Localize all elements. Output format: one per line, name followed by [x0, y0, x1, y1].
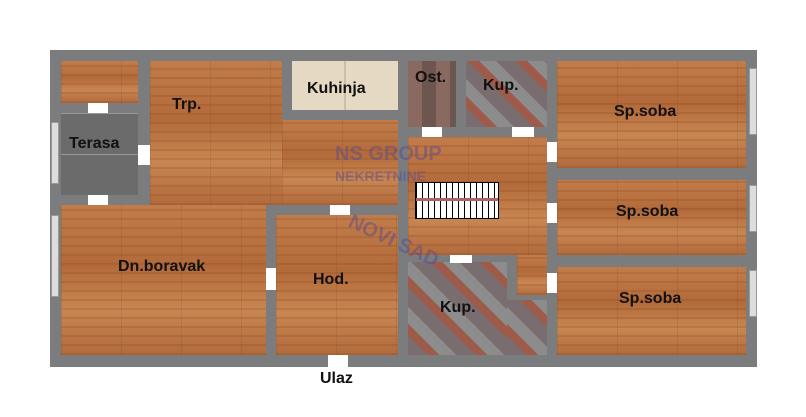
door	[547, 203, 557, 223]
entrance-door	[328, 355, 348, 367]
label-sp-soba-1: Sp.soba	[614, 103, 677, 120]
window	[51, 122, 59, 184]
door	[422, 127, 442, 137]
hallway-ext	[517, 255, 547, 295]
label-trp: Trp.	[172, 96, 202, 113]
window	[749, 185, 757, 232]
label-dn-boravak: Dn.boravak	[118, 258, 206, 275]
label-kup-bottom: Kup.	[440, 299, 476, 316]
door	[88, 103, 108, 113]
door	[547, 142, 557, 162]
door	[138, 145, 150, 165]
room-kup-bottom	[408, 262, 507, 355]
watermark-line2: NEKRETNINE	[335, 168, 427, 184]
storage-room	[61, 61, 138, 103]
label-hod: Hod.	[313, 271, 349, 288]
door	[547, 273, 557, 293]
room-hod	[276, 215, 398, 355]
window	[51, 215, 59, 297]
label-kuhinja: Kuhinja	[307, 80, 366, 97]
door	[266, 268, 276, 290]
label-entrance: Ulaz	[320, 370, 353, 387]
door	[512, 127, 534, 137]
room-dn-boravak	[61, 205, 266, 355]
watermark-line1: NS GROUP	[335, 143, 442, 165]
label-terasa: Terasa	[69, 135, 120, 152]
label-sp-soba-3: Sp.soba	[619, 290, 682, 307]
room-sp-soba-2	[557, 180, 746, 255]
label-kup-top: Kup.	[483, 77, 519, 94]
label-ost: Ost.	[415, 69, 447, 86]
label-sp-soba-2: Sp.soba	[616, 203, 679, 220]
room-kup-bottom-ext	[507, 300, 547, 355]
room-sp-soba-3	[557, 267, 746, 355]
window	[749, 270, 757, 317]
door	[330, 205, 350, 215]
room-kuhinja	[292, 61, 398, 110]
room-sp-soba-1	[557, 61, 746, 168]
room-trp	[150, 61, 282, 205]
room-terasa	[61, 113, 138, 195]
door	[88, 195, 108, 205]
stairs-icon	[415, 182, 499, 219]
room-trp-ext	[282, 120, 398, 205]
door	[450, 255, 472, 263]
room-kup-top	[466, 61, 547, 127]
room-ost	[408, 61, 456, 127]
window	[749, 68, 757, 135]
